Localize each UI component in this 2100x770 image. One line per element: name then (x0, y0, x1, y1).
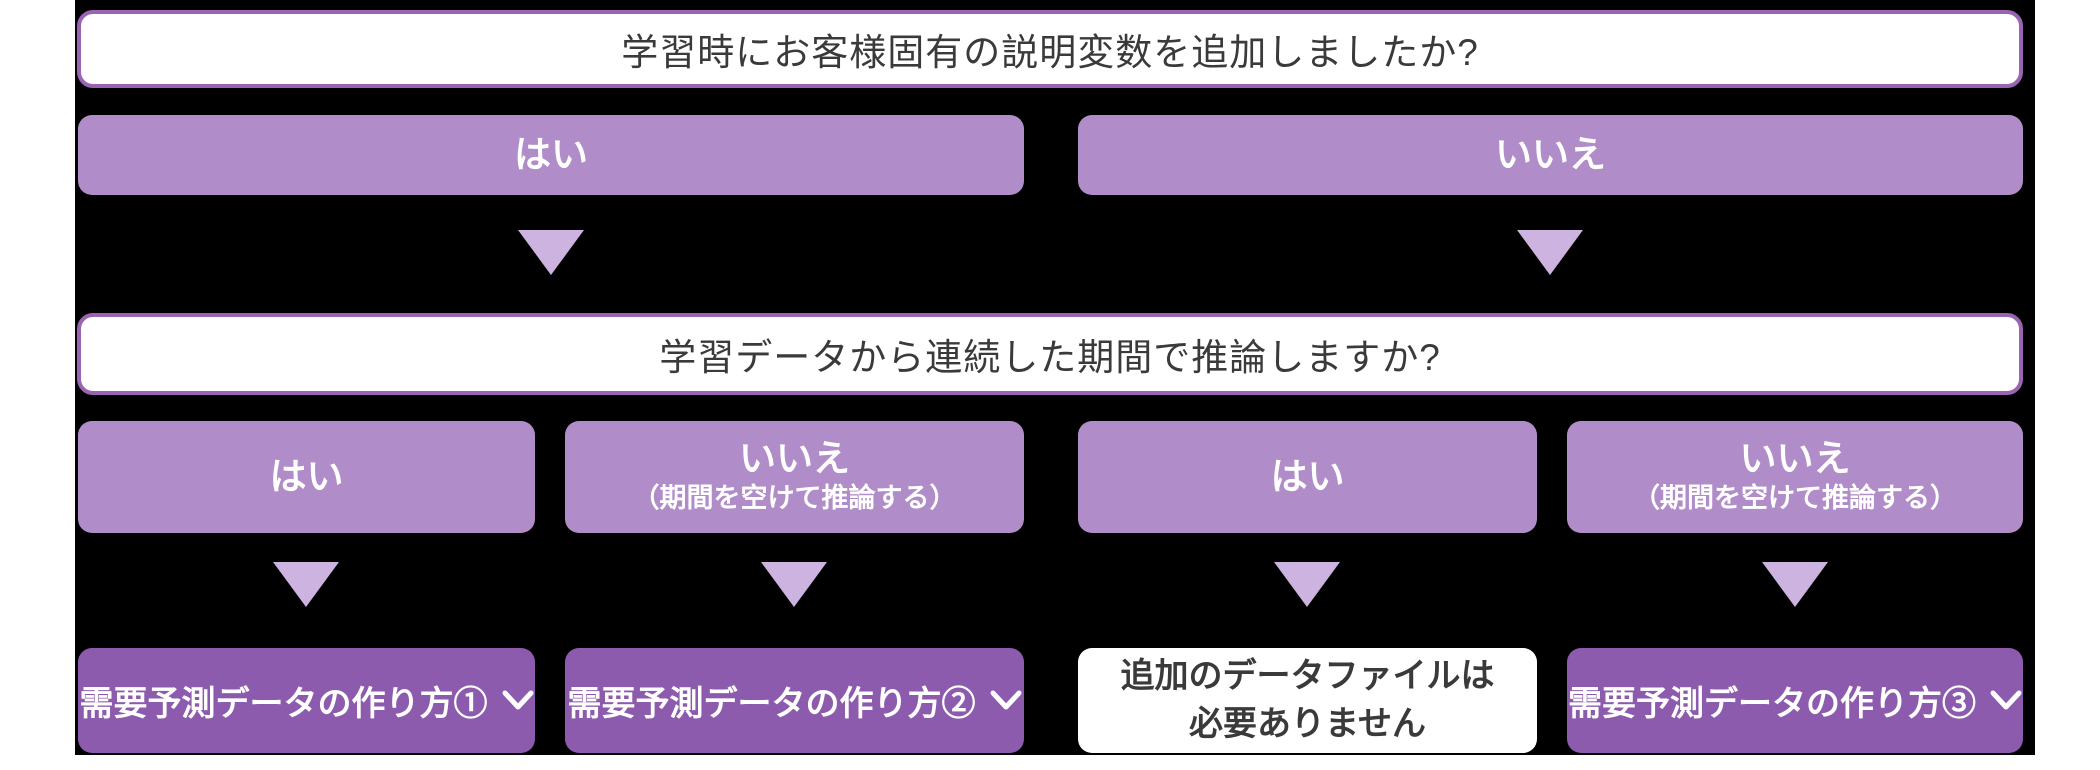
arrow-down-icon (1517, 230, 1583, 275)
chevron-down-icon (990, 690, 1021, 709)
chevron-down-icon (1990, 690, 2022, 709)
result-link-how-to-make-3[interactable]: 需要予測データの作り方③ (1567, 648, 2023, 753)
result-label: 需要予測データの作り方① (79, 685, 488, 723)
result-info-no-additional-file: 追加のデータファイルは 必要ありません (1078, 648, 1537, 753)
result-info-line1: 追加のデータファイルは (1120, 656, 1495, 695)
l2-option-yes-right: はい (1078, 421, 1537, 533)
option-label: いいえ (739, 438, 850, 480)
l2-option-no-left: いいえ （期間を空けて推論する） (565, 421, 1024, 533)
option-label: はい (269, 455, 344, 497)
question-node-explanatory-variables: 学習時にお客様固有の説明変数を追加しましたか? (77, 10, 2023, 88)
result-link-how-to-make-2[interactable]: 需要予測データの作り方② (565, 648, 1024, 753)
result-label: 需要予測データの作り方② (567, 685, 976, 723)
question-node-continuous-period: 学習データから連続した期間で推論しますか? (77, 313, 2023, 395)
result-info-line2: 必要ありません (1189, 704, 1426, 743)
arrow-down-icon (518, 230, 584, 275)
option-sublabel: （期間を空けて推論する） (1633, 482, 1957, 513)
l2-option-yes-left: はい (78, 421, 535, 533)
l1-option-no: いいえ (1078, 115, 2023, 195)
option-label: はい (1270, 455, 1345, 497)
l2-option-no-right: いいえ （期間を空けて推論する） (1567, 421, 2023, 533)
chevron-down-icon (502, 690, 533, 709)
arrow-down-icon (1762, 562, 1828, 607)
arrow-down-icon (273, 562, 339, 607)
result-link-how-to-make-1[interactable]: 需要予測データの作り方① (78, 648, 535, 753)
question-text: 学習時にお客様固有の説明変数を追加しましたか? (621, 32, 1479, 73)
l1-option-yes: はい (78, 115, 1024, 195)
arrow-down-icon (1274, 562, 1340, 607)
result-label: 需要予測データの作り方③ (1568, 685, 1976, 723)
question-text: 学習データから連続した期間で推論しますか? (659, 337, 1441, 378)
option-sublabel: （期間を空けて推論する） (632, 482, 957, 513)
option-label: いいえ (1739, 438, 1851, 480)
arrow-down-icon (761, 562, 827, 607)
option-label: はい (514, 133, 588, 175)
option-label: いいえ (1495, 133, 1606, 175)
